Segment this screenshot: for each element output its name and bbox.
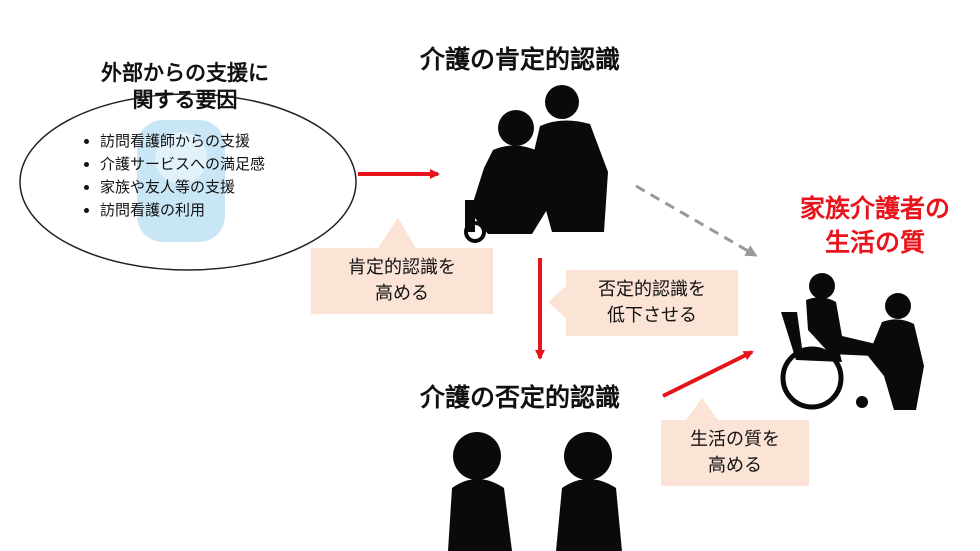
callout-raise-qol: 生活の質を 高める	[661, 420, 809, 486]
callout-raise-positive: 肯定的認識を 高める	[311, 248, 493, 314]
external-title-line1: 外部からの支援に	[101, 61, 269, 85]
callout-lower-negative-line2: 低下させる	[607, 305, 697, 326]
negative-recognition-title: 介護の否定的認識	[420, 383, 621, 412]
list-item: 介護サービスへの満足感	[100, 153, 265, 176]
qol-title-line1: 家族介護者の	[799, 194, 950, 223]
arrow-negative-to-qol	[662, 350, 754, 398]
callout-raise-positive-line1: 肯定的認識を	[348, 257, 456, 278]
external-title-line2: 関する要因	[132, 88, 238, 112]
callout-raise-qol-line2: 高める	[708, 455, 762, 476]
elderly-couple-silhouette	[464, 85, 608, 243]
wheelchair-caregiver-silhouette	[780, 273, 924, 410]
qol-title-line2: 生活の質	[824, 228, 925, 257]
external-factors-list: 訪問看護師からの支援 介護サービスへの満足感 家族や友人等の支援 訪問看護の利用	[82, 130, 265, 222]
dashed-arrow-positive-to-qol	[635, 184, 758, 257]
nurse-icon	[137, 120, 225, 242]
callout-lower-negative: 否定的認識を 低下させる	[566, 270, 738, 336]
list-item: 訪問看護の利用	[100, 199, 265, 222]
callout-raise-qol-line1: 生活の質を	[690, 429, 780, 450]
caregiver-qol-title: 家族介護者の 生活の質	[780, 192, 970, 260]
callout-lower-negative-line1: 否定的認識を	[598, 279, 706, 300]
positive-recognition-title: 介護の肯定的認識	[420, 45, 621, 74]
list-item: 訪問看護師からの支援	[100, 130, 265, 153]
list-item: 家族や友人等の支援	[100, 176, 265, 199]
external-factors-title: 外部からの支援に 関する要因	[70, 60, 300, 114]
two-heads-silhouette	[448, 432, 622, 551]
callout-raise-positive-line2: 高める	[375, 283, 429, 304]
